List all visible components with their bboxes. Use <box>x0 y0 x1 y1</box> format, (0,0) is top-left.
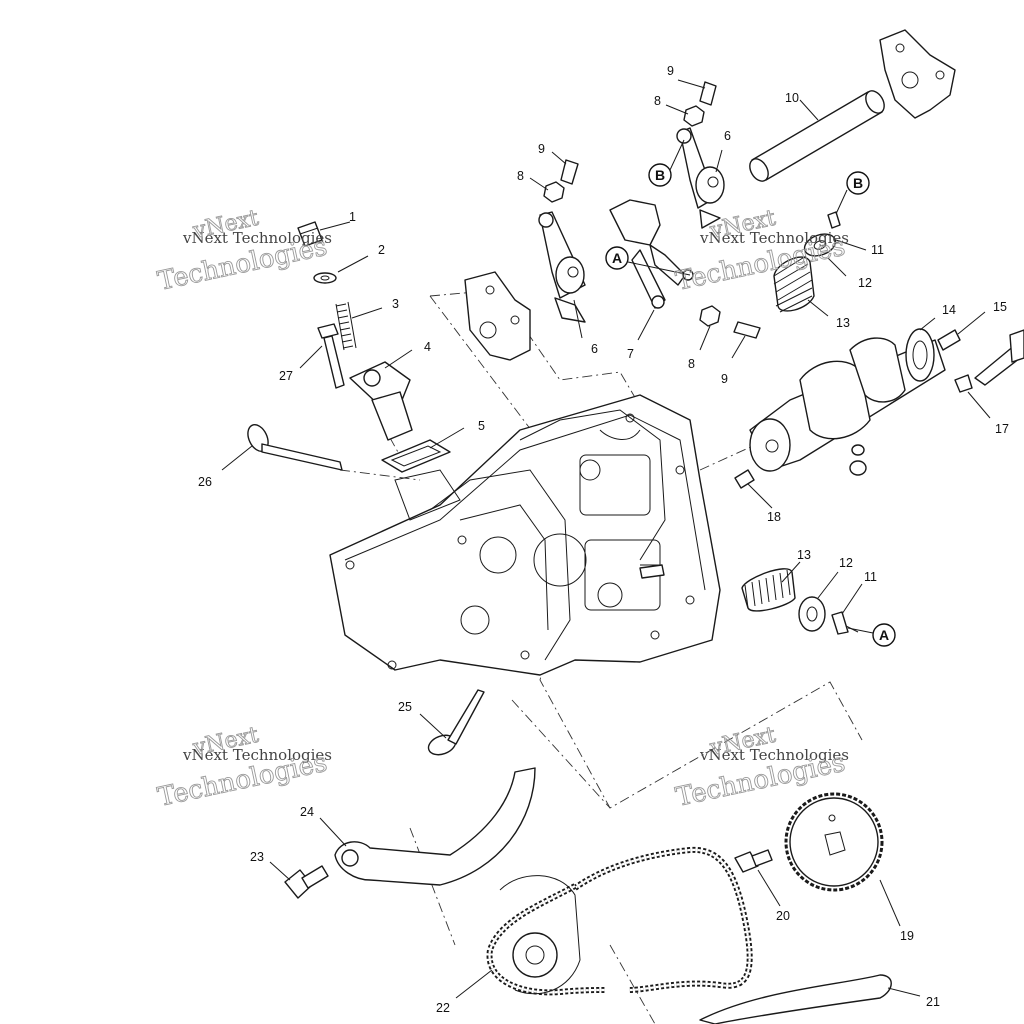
timing-chain <box>486 846 753 996</box>
adjusting-screw-mid <box>560 159 579 185</box>
valve-25 <box>427 689 485 756</box>
tensioner-blade <box>699 974 892 1024</box>
label-part-9-low: 9 <box>721 372 728 386</box>
adjusting-screw-top <box>699 81 717 106</box>
callout-b-left: B <box>648 163 672 187</box>
valve-retainer-top <box>803 211 841 257</box>
label-part-12-low: 12 <box>839 556 853 570</box>
label-part-13-low: 13 <box>797 548 811 562</box>
label-part-9-mid: 9 <box>538 142 545 156</box>
washer <box>313 272 337 284</box>
tensioner-bolt <box>297 221 323 247</box>
part-number-labels: 1 2 3 4 5 6 6 7 8 8 8 9 9 9 10 11 11 12 … <box>198 64 1009 1015</box>
chain-guide <box>334 767 536 886</box>
chain-sprocket-lower <box>499 875 581 995</box>
rocker-arm-left <box>538 211 586 323</box>
rocker-arm-center <box>609 199 694 309</box>
label-part-8-low: 8 <box>688 357 695 371</box>
valve-spring-lower <box>741 568 796 612</box>
valve-26 <box>247 424 343 471</box>
label-part-9-top: 9 <box>667 64 674 78</box>
label-part-4: 4 <box>424 340 431 354</box>
label-part-13-top: 13 <box>836 316 850 330</box>
callout-b-right-letter: B <box>853 175 863 191</box>
valve-spring-top <box>773 255 815 313</box>
sprocket-bolt-20 <box>734 849 773 873</box>
adjusting-screw-low <box>733 321 761 339</box>
label-part-7: 7 <box>627 347 634 361</box>
label-part-20: 20 <box>776 909 790 923</box>
watermark-top-left: vNext Technologies vNext Technologies <box>155 205 332 297</box>
label-part-8-top: 8 <box>654 94 661 108</box>
label-part-3: 3 <box>392 297 399 311</box>
lock-nut-low <box>699 305 721 327</box>
rocker-arm-right <box>676 127 725 229</box>
tensioner-gasket <box>381 439 451 473</box>
callout-a-lower: A <box>872 623 896 647</box>
cam-bracket <box>879 29 956 119</box>
callout-a-upper-letter: A <box>612 250 622 266</box>
cam-sprocket <box>784 792 884 892</box>
label-part-25: 25 <box>398 700 412 714</box>
watermark-line-1: vNext Technologies <box>182 229 332 247</box>
callout-a-lower-letter: A <box>879 627 889 643</box>
label-part-18: 18 <box>767 510 781 524</box>
callout-a-upper: A <box>605 246 629 270</box>
valve-stem-lower <box>639 564 665 579</box>
cam-shaft-end <box>954 329 1024 393</box>
callout-b-right: B <box>846 171 870 195</box>
label-part-14: 14 <box>942 303 956 317</box>
label-part-15: 15 <box>993 300 1007 314</box>
label-part-23: 23 <box>250 850 264 864</box>
label-part-5: 5 <box>478 419 485 433</box>
label-part-6-right: 6 <box>724 129 731 143</box>
label-part-8-mid: 8 <box>517 169 524 183</box>
pin-18 <box>734 469 755 489</box>
label-part-27: 27 <box>279 369 293 383</box>
lock-nut-mid <box>543 181 565 203</box>
dowel-pin-15 <box>937 329 961 351</box>
valve-retainer-lower <box>798 596 826 632</box>
label-part-17: 17 <box>995 422 1009 436</box>
label-part-2: 2 <box>378 243 385 257</box>
label-part-24: 24 <box>300 805 314 819</box>
leader-lines <box>221 79 991 999</box>
label-part-19: 19 <box>900 929 914 943</box>
label-part-21: 21 <box>926 995 940 1009</box>
watermark-bottom-left: vNext Technologies vNext Technologies <box>155 722 332 813</box>
callout-b-left-letter: B <box>655 167 665 183</box>
tensioner-bolt-27 <box>317 323 345 389</box>
label-part-11-top: 11 <box>871 243 884 257</box>
rocker-housing <box>464 271 531 361</box>
label-part-10: 10 <box>785 91 799 105</box>
tensioner-spring <box>335 301 357 351</box>
watermark-line-1-d: vNext Technologies <box>699 746 849 764</box>
label-part-6-left: 6 <box>591 342 598 356</box>
cylinder-head <box>329 394 721 676</box>
rocker-shaft <box>749 90 885 182</box>
label-part-26: 26 <box>198 475 212 489</box>
watermark-top-right: vNext Technologies vNext Technologies <box>673 205 849 297</box>
lock-nut-top <box>683 105 705 127</box>
watermark-line-1-c: vNext Technologies <box>182 746 332 764</box>
label-part-11-low: 11 <box>864 570 877 584</box>
label-part-1: 1 <box>349 210 356 224</box>
label-part-12-top: 12 <box>858 276 872 290</box>
camshaft <box>749 328 946 476</box>
label-part-22: 22 <box>436 1001 450 1015</box>
watermark-line-1-b: vNext Technologies <box>699 229 849 247</box>
guide-bolt-23 <box>284 865 329 899</box>
valve-keeper-lower <box>831 611 849 635</box>
tensioner-body <box>349 361 413 441</box>
